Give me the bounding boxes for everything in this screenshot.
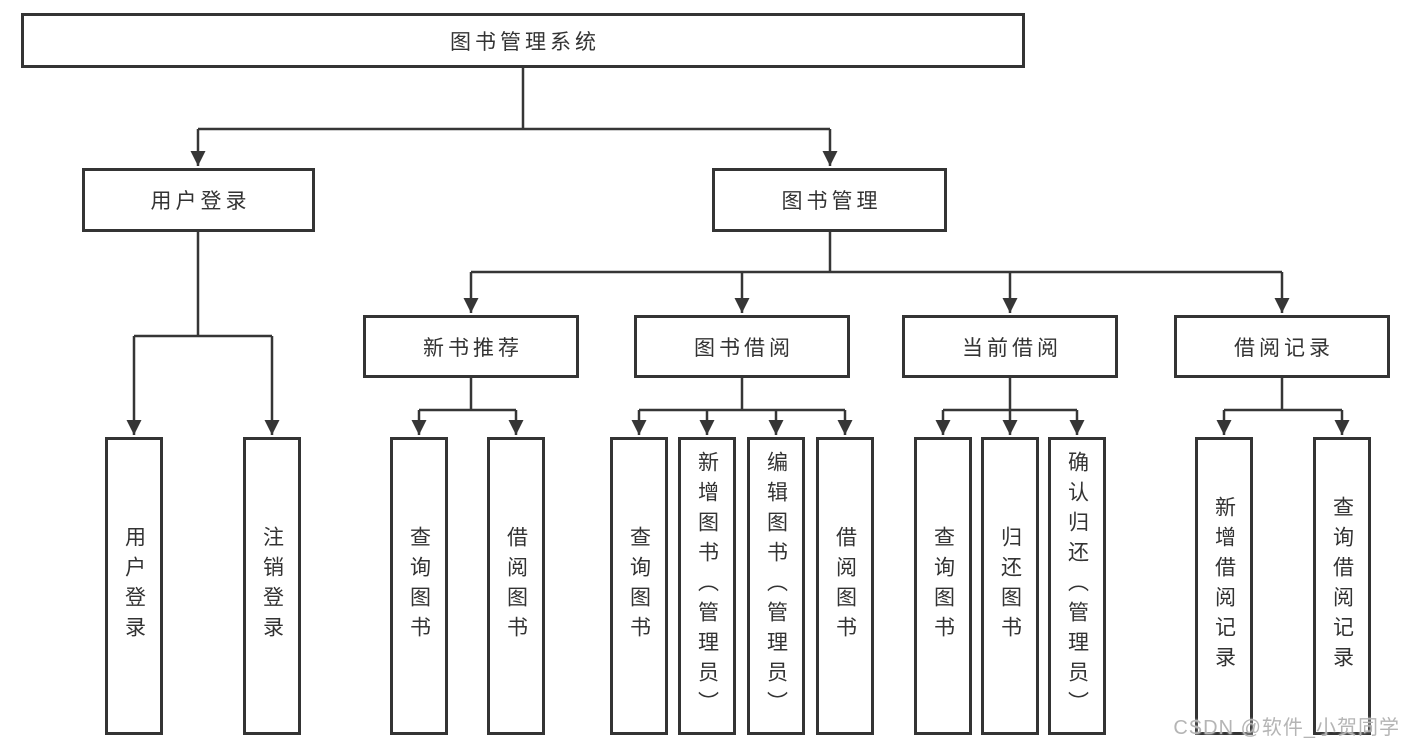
leaf-borrowing-query-books: 查询图书 — [610, 437, 668, 735]
node-current-borrowing: 当前借阅 — [902, 315, 1118, 378]
leaf-label: 编辑图书（管理员） — [764, 451, 788, 721]
connector-group — [126, 68, 1350, 435]
leaf-label: 归还图书 — [998, 526, 1022, 646]
leaf-records-add-borrow-record: 新增借阅记录 — [1195, 437, 1253, 735]
leaf-borrowing-borrow-books: 借阅图书 — [816, 437, 874, 735]
leaf-label: 查询借阅记录 — [1330, 496, 1354, 676]
node-borrowing-records: 借阅记录 — [1174, 315, 1390, 378]
node-book-management: 图书管理 — [712, 168, 947, 232]
leaf-current-return-books: 归还图书 — [981, 437, 1039, 735]
leaf-user-login: 用户登录 — [105, 437, 163, 735]
leaf-logout: 注销登录 — [243, 437, 301, 735]
leaf-label: 用户登录 — [122, 526, 146, 646]
leaf-borrowing-edit-books-admin: 编辑图书（管理员） — [747, 437, 805, 735]
leaf-label: 新增图书（管理员） — [695, 451, 719, 721]
leaf-current-query-books: 查询图书 — [914, 437, 972, 735]
leaf-label: 查询图书 — [931, 526, 955, 646]
node-book-borrowing: 图书借阅 — [634, 315, 850, 378]
node-user-login: 用户登录 — [82, 168, 315, 232]
leaf-records-query-borrow-record: 查询借阅记录 — [1313, 437, 1371, 735]
leaf-label: 注销登录 — [260, 526, 284, 646]
leaf-label: 借阅图书 — [504, 526, 528, 646]
leaf-borrowing-add-books-admin: 新增图书（管理员） — [678, 437, 736, 735]
leaf-label: 借阅图书 — [833, 526, 857, 646]
leaf-newbook-borrow-books: 借阅图书 — [487, 437, 545, 735]
leaf-label: 新增借阅记录 — [1212, 496, 1236, 676]
leaf-newbook-query-books: 查询图书 — [390, 437, 448, 735]
leaf-label: 查询图书 — [407, 526, 431, 646]
leaf-current-confirm-return-admin: 确认归还（管理员） — [1048, 437, 1106, 735]
node-new-book-recommendation: 新书推荐 — [363, 315, 579, 378]
leaf-label: 查询图书 — [627, 526, 651, 646]
leaf-label: 确认归还（管理员） — [1065, 451, 1089, 721]
node-library-management-system: 图书管理系统 — [21, 13, 1025, 68]
